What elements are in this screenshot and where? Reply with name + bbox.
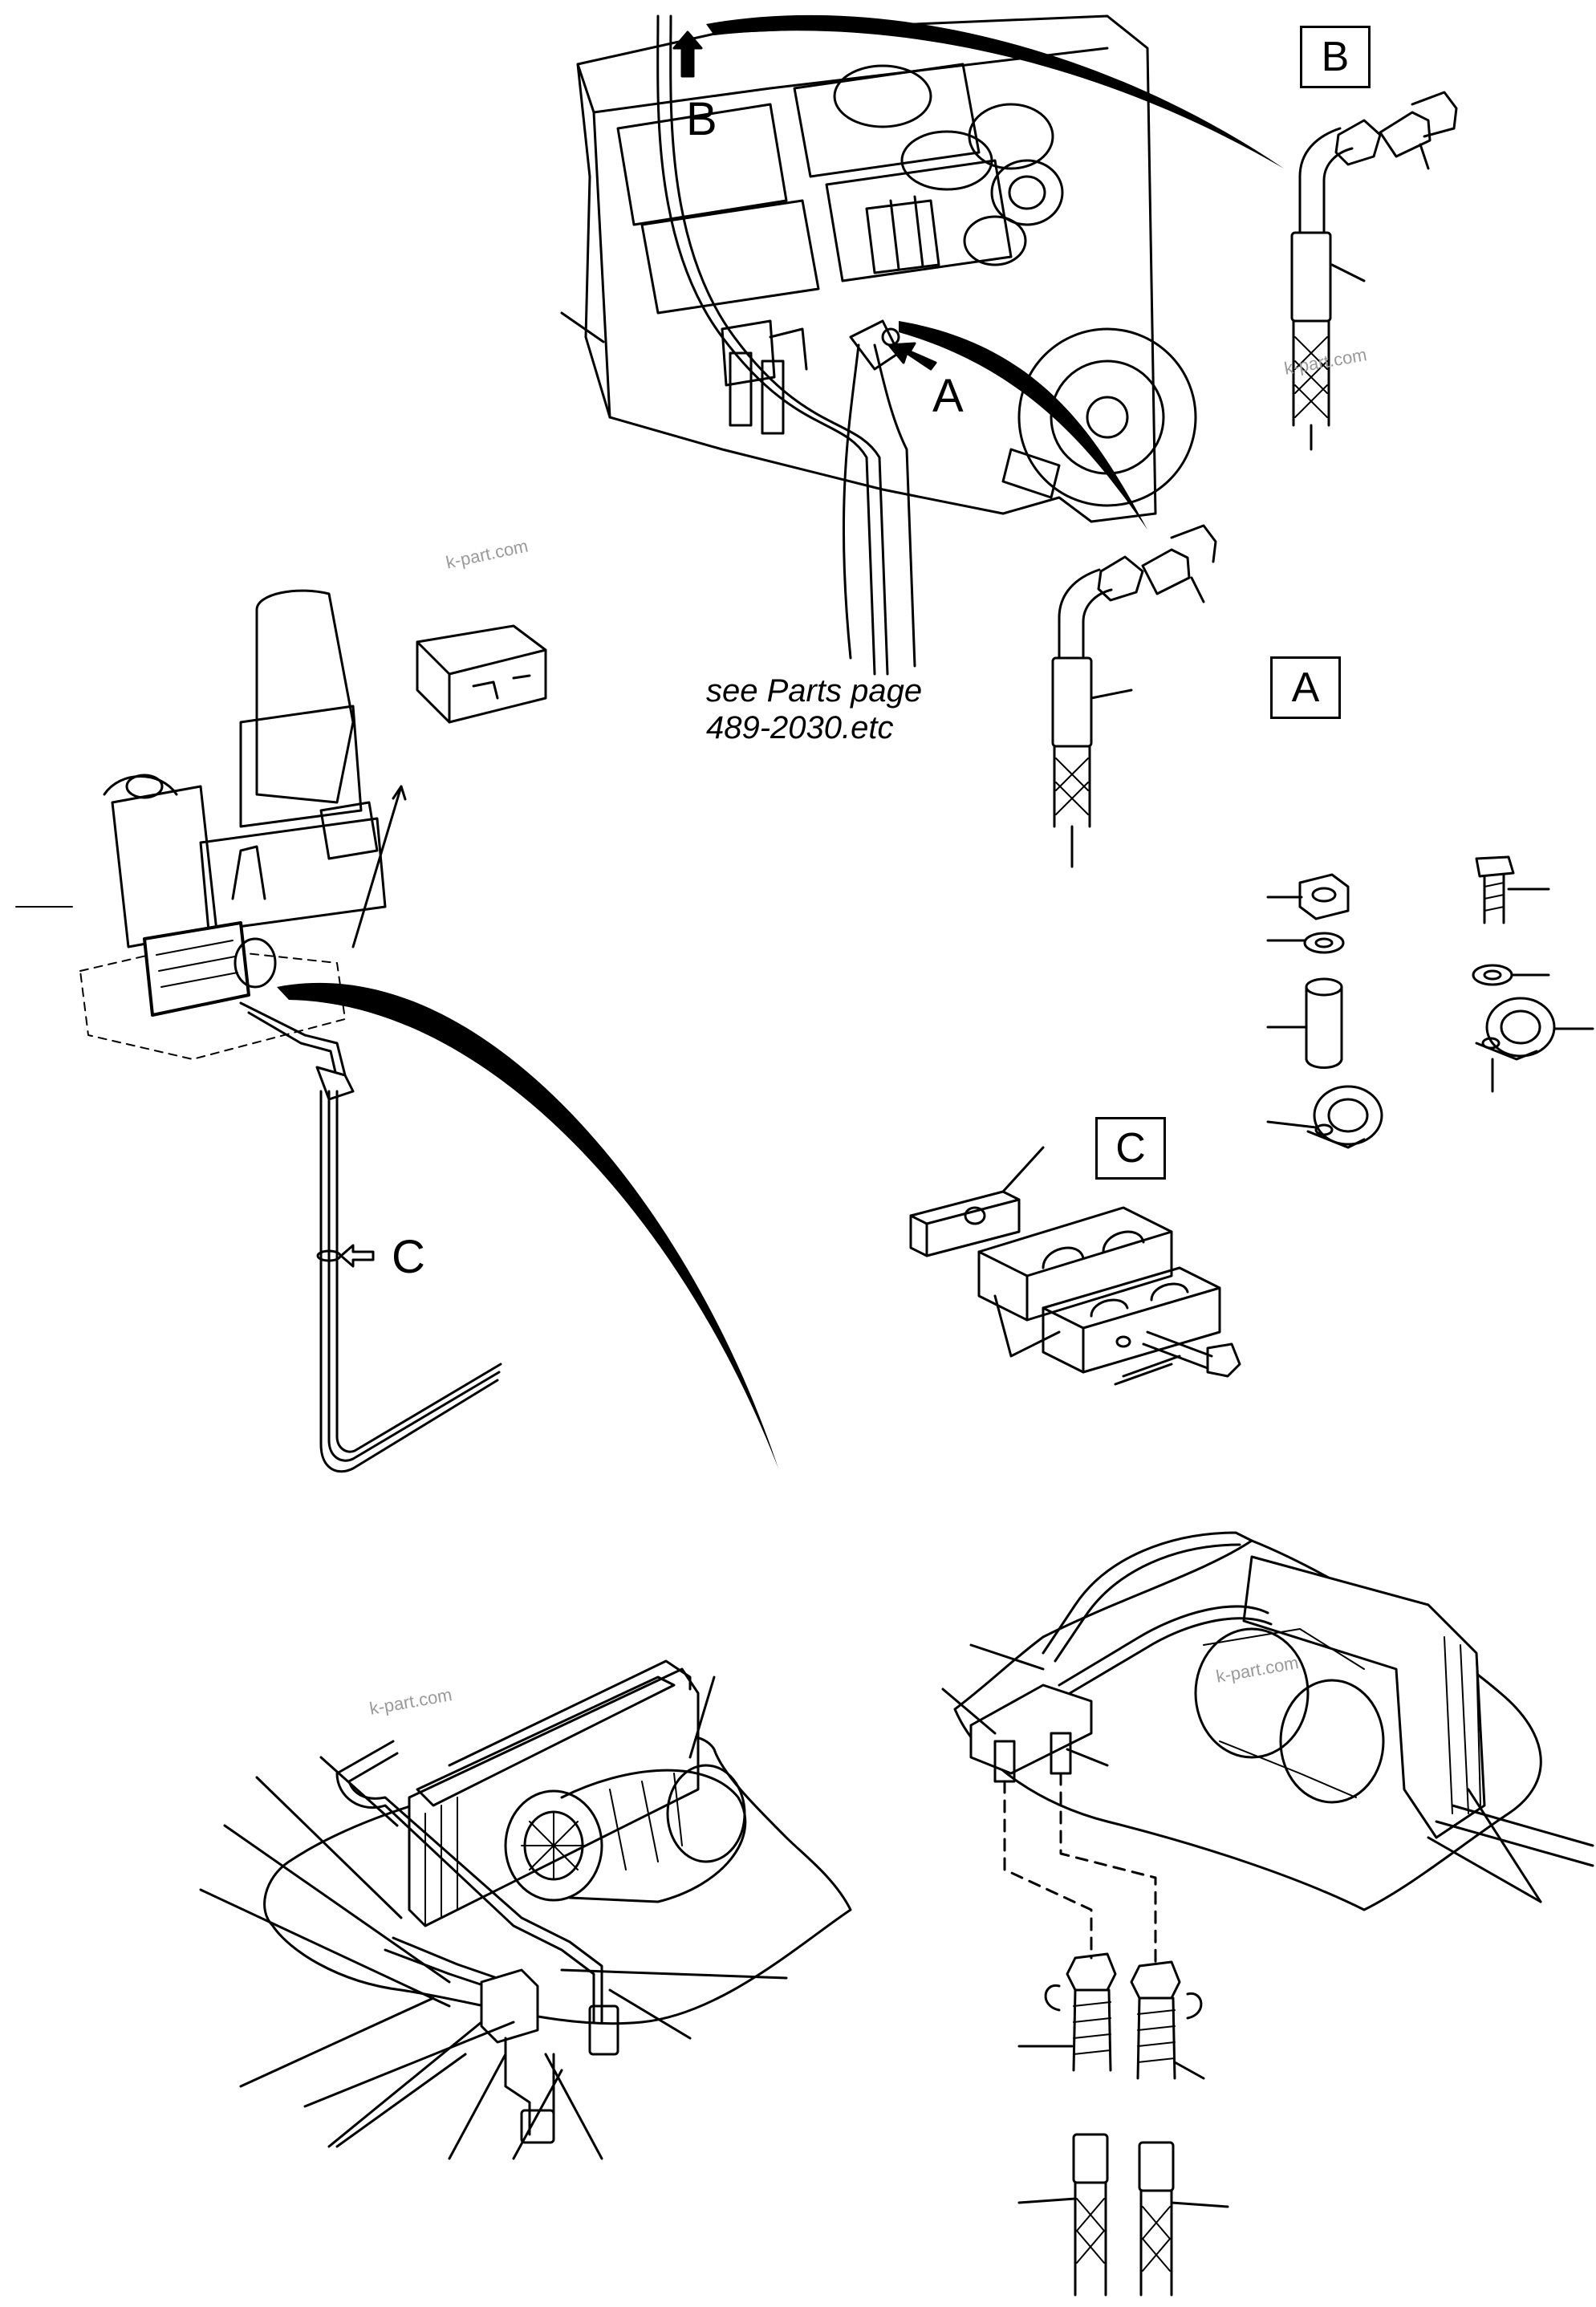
detail-c-clamp-block	[909, 1146, 1241, 1386]
callout-b-arrow-label: B	[686, 93, 717, 145]
clamp-hardware-stack	[1266, 855, 1594, 1149]
heater-unit-left	[199, 1659, 852, 2160]
parts-page-note-line1: see Parts page	[706, 673, 923, 709]
detail-a-label: A	[1270, 656, 1341, 719]
detail-a-hose-fitting	[1051, 524, 1217, 868]
swoosh-to-detail-a	[899, 321, 1147, 530]
operator-seat-assembly	[15, 589, 547, 1473]
detail-b-hose-fitting	[1290, 91, 1458, 451]
swoosh-to-detail-b	[706, 14, 1284, 169]
swoosh-to-detail-c	[277, 982, 778, 1468]
parts-page-note-line2: 489-2030.etc	[706, 710, 894, 745]
detail-b-label: B	[1300, 26, 1371, 88]
parts-page-note: see Parts page 489-2030.etc	[706, 672, 922, 746]
callout-c-arrow-label: C	[392, 1231, 425, 1283]
heater-unit-right	[941, 1531, 1594, 2297]
detail-c-label: C	[1095, 1117, 1166, 1180]
callout-a-arrow-label: A	[932, 370, 964, 422]
engine-illustration	[560, 14, 1197, 676]
